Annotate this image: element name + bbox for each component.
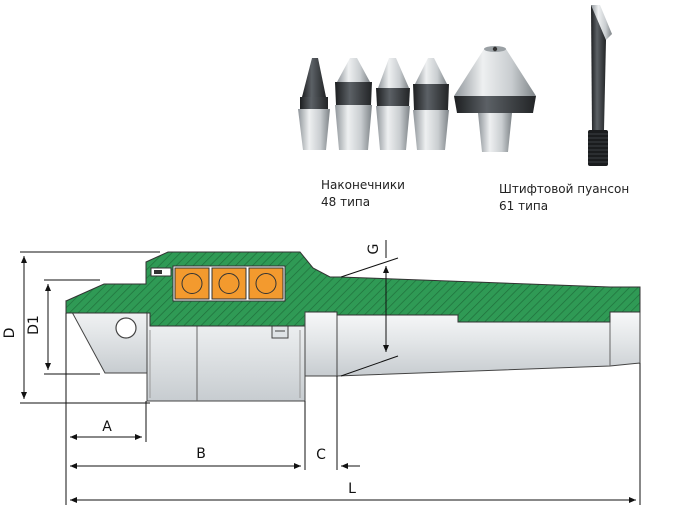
bearing-set xyxy=(150,265,286,302)
tip-4 xyxy=(413,58,449,150)
label-G: G xyxy=(366,244,382,255)
label-A: A xyxy=(102,419,112,435)
label-D1: D1 xyxy=(26,315,42,335)
tip-2 xyxy=(335,58,372,150)
pin-caption-line1: Штифтовой пуансон xyxy=(499,182,630,196)
section-cutaway xyxy=(65,251,641,327)
pin-caption: Штифтовой пуансон 61 типа xyxy=(499,181,629,215)
tip-large xyxy=(454,46,536,152)
tips-caption: Наконечники 48 типа xyxy=(321,177,405,211)
dimension-lines xyxy=(20,240,641,505)
tip-1 xyxy=(298,58,330,150)
center-body xyxy=(65,300,641,402)
tips-caption-line2: 48 типа xyxy=(321,195,371,209)
label-D: D xyxy=(2,328,18,339)
label-B: B xyxy=(196,446,206,462)
label-C: C xyxy=(316,447,326,463)
set-screw xyxy=(271,323,289,339)
tips-caption-line1: Наконечники xyxy=(321,178,405,192)
pin-punch xyxy=(588,5,612,166)
tip-3 xyxy=(376,58,410,150)
pin-caption-line2: 61 типа xyxy=(499,199,549,213)
label-L: L xyxy=(348,481,356,497)
